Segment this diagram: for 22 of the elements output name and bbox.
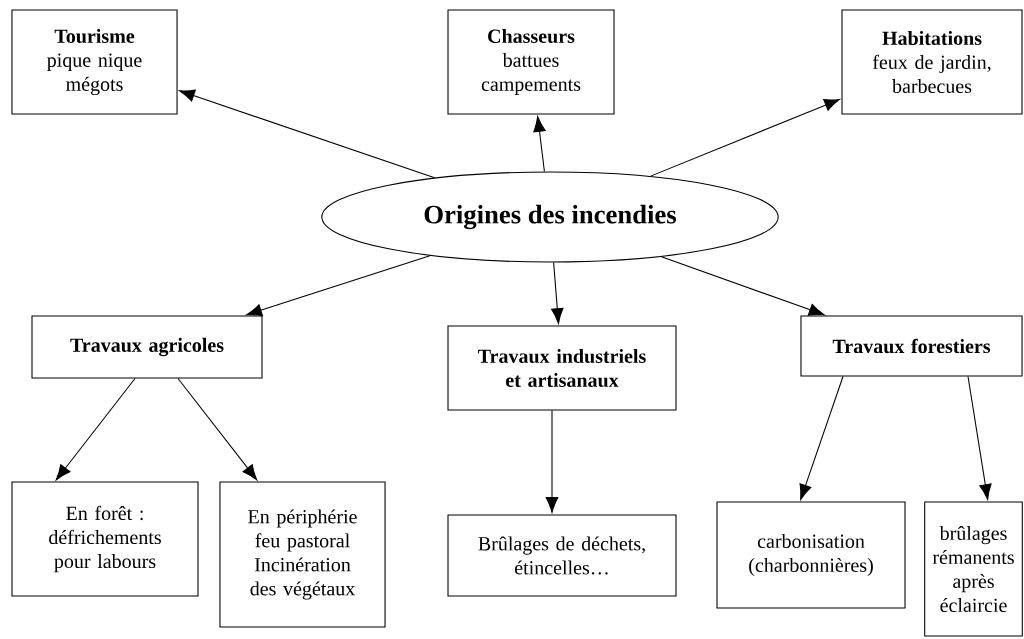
- category-box: Habitations feux de jardin, barbecues: [841, 9, 1023, 115]
- category-box: Travaux forestiers: [800, 315, 1023, 377]
- category-box: Travaux agricoles: [31, 315, 263, 379]
- arrow: [55, 378, 136, 481]
- arrow: [967, 376, 992, 500]
- category-box: Chasseurs battues campements: [447, 9, 615, 115]
- arrow: [799, 376, 844, 500]
- arrow: [660, 256, 825, 316]
- arrow: [533, 116, 546, 172]
- arrow: [545, 410, 559, 513]
- category-box: Tourisme pique nique mégots: [11, 9, 178, 115]
- arrow: [650, 98, 841, 177]
- category-box: En forêt : défrichements pour labours: [11, 481, 199, 597]
- category-box: Brûlages de déchets, étincelles…: [447, 514, 677, 597]
- category-box: Travaux industriels et artisanaux: [447, 325, 677, 411]
- arrow: [246, 255, 431, 317]
- category-box: brûlages rémanents après éclaircie: [924, 501, 1023, 637]
- category-box: En périphérie feu pastoral Incinération des végétaux: [219, 481, 386, 628]
- arrow: [179, 89, 436, 179]
- category-box: carbonisation (charbonnières): [716, 501, 906, 609]
- arrow: [551, 262, 564, 324]
- arrow: [177, 378, 258, 481]
